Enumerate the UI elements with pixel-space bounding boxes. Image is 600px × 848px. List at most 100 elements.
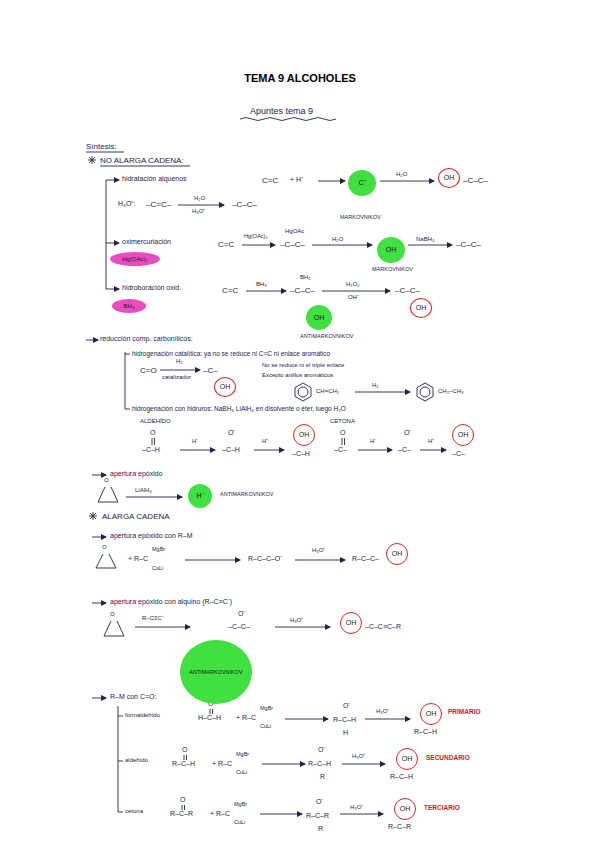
handwritten-note: MgBr [152, 546, 165, 552]
handwritten-note: O [102, 544, 107, 551]
handwritten-note: CuLi [260, 723, 271, 729]
handwritten-note: CETONA [330, 418, 355, 425]
handwritten-note: H₃O⁺ [290, 617, 303, 624]
handwritten-note: O⁻ [318, 746, 325, 754]
handwritten-note: MARKOVNIKOV [372, 266, 413, 272]
handwritten-note: H⁻ [192, 438, 198, 445]
circled-group: OH [396, 748, 418, 770]
handwritten-note: hidrogenación con hidruros: NaBH₄ LiAlH₄… [132, 405, 346, 412]
handwritten-note: O⁻ [316, 798, 323, 806]
handwritten-note: O [182, 746, 187, 754]
handwritten-note: R [320, 773, 325, 781]
handwritten-note: R–C≡C⁻ [142, 615, 164, 622]
handwritten-note: formaldehído [125, 712, 160, 719]
node-text: C⁺ [358, 179, 365, 187]
handwritten-note: R [318, 825, 323, 833]
handwritten-note: –C–C– [456, 240, 481, 249]
handwritten-note: –C–C– [463, 176, 488, 185]
handwritten-note: –C–C– [280, 240, 305, 249]
handwritten-note: O⁻ [228, 429, 235, 437]
handwritten-note: OH⁻ [348, 294, 359, 301]
handwritten-note: R–C–C–O⁻ [248, 555, 282, 563]
handwritten-note: LiAlH₄ [135, 487, 152, 494]
handwritten-note: –C–C– [395, 286, 420, 295]
handwritten-note: ALDEHÍDO [140, 418, 171, 425]
handwritten-note: O⁻ [238, 610, 245, 618]
handwritten-note: R–M con C=O: [110, 693, 157, 701]
circled-group: OH [293, 424, 315, 446]
circled-group: OH [438, 168, 460, 188]
handwritten-note: ALARGA CADENA [102, 512, 170, 521]
handwritten-note: H₂ [372, 382, 379, 389]
handwritten-note: BH₃ [256, 281, 267, 288]
node-text: OH [392, 550, 403, 558]
handwritten-note: hidrogenación catalítica: ya no se reduc… [132, 350, 330, 357]
handwritten-note: H₂O [332, 236, 343, 243]
circled-group: OH [214, 377, 236, 397]
handwritten-note: Hg(OAc)₂ [244, 233, 268, 239]
handwritten-note: H₂ [176, 358, 183, 365]
handwritten-note: + R–C [236, 714, 256, 722]
handwritten-note: Excepto anillos aromáticos [262, 372, 333, 379]
node-text: OH [444, 174, 455, 182]
handwritten-note: ANTIMARKOVNIKOV [220, 491, 273, 497]
handwritten-note: H₂O₂ [346, 281, 360, 288]
handwritten-note: R–C–H [308, 760, 331, 768]
handwritten-note: Síntesis: [86, 142, 117, 151]
handwritten-note: H₃O⁺: [118, 200, 135, 208]
circled-group: OH [394, 798, 416, 820]
handwritten-note: –C=C– [146, 200, 171, 209]
node-text: OH [426, 710, 437, 718]
node-text: H⁻ [196, 492, 203, 500]
handwritten-note: + R–C [210, 810, 230, 818]
handwritten-note: H₃O⁺ [312, 547, 325, 554]
handwritten-note: + R–C [128, 555, 148, 563]
handwritten-note: O [104, 477, 109, 484]
node-text: OH [400, 805, 411, 813]
handwritten-note: R–C–R [388, 823, 411, 831]
handwritten-note: catalizador [162, 374, 191, 381]
reagent-oval: BH₃ [112, 299, 146, 313]
node-text: OH [386, 246, 397, 254]
circled-group: OH [386, 543, 408, 565]
handwritten-note: –C–H [222, 446, 240, 454]
handwritten-note: O [150, 429, 155, 437]
handwritten-note: hidroboración oxid. [122, 284, 181, 292]
handwritten-note: H₃O⁺ [350, 804, 363, 811]
circled-group: OH [420, 703, 442, 725]
handwritten-note: CH₂–CH₃ [438, 388, 463, 395]
node-text: OH [220, 383, 231, 391]
handwritten-note: PRIMARIO [448, 708, 481, 715]
handwritten-note: apertura epóxido con R–M [110, 532, 193, 540]
handwritten-note: C=O [140, 366, 157, 375]
handwritten-note: H [343, 729, 348, 737]
handwritten-note: O [110, 611, 115, 618]
page-title: TEMA 9 ALCOHOLES [0, 72, 600, 84]
handwritten-note: R–C–H [172, 760, 195, 768]
handwritten-note: CuLi [234, 819, 245, 825]
node-text: ANTIMARKOVNIKOV [189, 669, 242, 675]
handwritten-note: –C–H [142, 446, 160, 454]
node-text: OH [299, 431, 310, 439]
handwritten-note: H–C–H [198, 714, 221, 722]
circled-group: OH [410, 298, 432, 318]
handwritten-note: R–C–H [333, 716, 356, 724]
handwritten-note: apertura epóxido con alquino (R–C≡C⁻) [110, 598, 232, 606]
handwritten-note: O [180, 796, 185, 804]
node-text: BH₃ [124, 303, 135, 310]
reagent-oval: Hg(OAc)₂ [110, 252, 160, 266]
handwritten-note: TERCIARIO [424, 804, 460, 811]
handwritten-note: R–C–R [306, 812, 329, 820]
highlight-circle: H⁻ [188, 484, 212, 508]
handwritten-note: aldehído [125, 757, 148, 764]
handwritten-note: NaBH₄ [416, 236, 434, 243]
handwritten-note: H₃O⁺ [192, 208, 205, 215]
node-text: OH [458, 431, 469, 439]
node-text: OH [346, 619, 357, 627]
node-text: Hg(OAc)₂ [122, 256, 148, 263]
handwritten-note: R–C–C– [352, 555, 379, 563]
handwritten-note: –C–C– [290, 286, 315, 295]
handwritten-note: cetona [125, 808, 143, 815]
handwritten-note: R–C–H [390, 773, 413, 781]
